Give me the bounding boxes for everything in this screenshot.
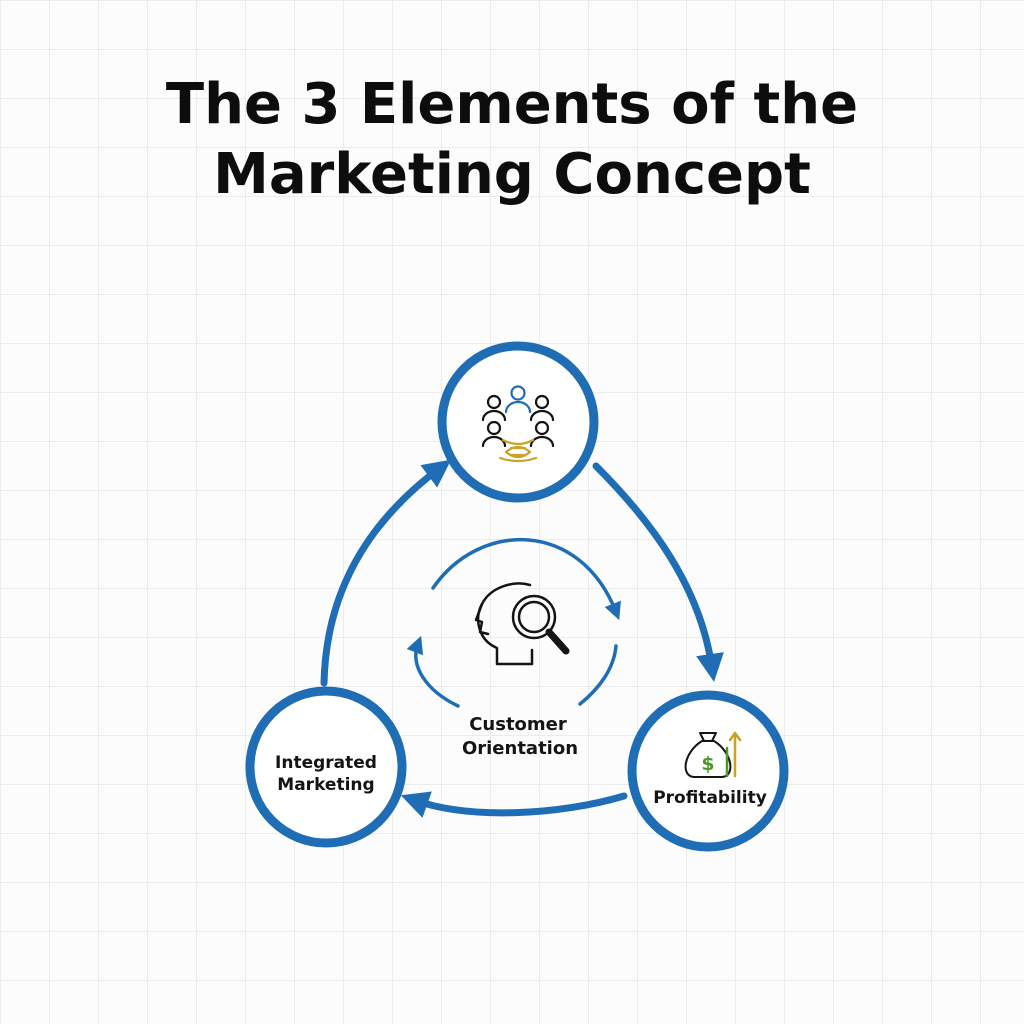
integrated-marketing-label-line-1: Integrated xyxy=(275,753,377,773)
arrow-top-to-profitability xyxy=(592,462,724,682)
node-top xyxy=(437,341,599,503)
arrow-profitability-to-integrated xyxy=(400,791,628,818)
inner-cycle-arc-left xyxy=(406,635,460,708)
svg-text:$: $ xyxy=(701,753,714,775)
group-of-people-icon xyxy=(481,385,555,463)
customer-orientation-label-line-1: Customer xyxy=(469,714,567,735)
customer-orientation-label-line-2: Orientation xyxy=(462,738,578,759)
page-title: The 3 Elements of the Marketing Concept xyxy=(0,70,1024,210)
profitability-label: Profitability xyxy=(653,788,767,808)
node-integrated-marketing: Integrated Marketing xyxy=(245,686,407,848)
money-bag-growth-icon: $ xyxy=(684,731,742,778)
inner-cycle-arc-right xyxy=(578,644,618,706)
arrow-integrated-to-top xyxy=(320,459,452,687)
center-customer-orientation: Customer Orientation xyxy=(462,582,578,759)
title-line-2: Marketing Concept xyxy=(213,142,811,207)
node-profitability: $ Profitability xyxy=(627,690,789,852)
inner-cycle-arc-top xyxy=(431,537,621,621)
integrated-marketing-label-line-2: Marketing xyxy=(277,775,374,795)
head-magnifier-icon xyxy=(474,582,570,666)
title-line-1: The 3 Elements of the xyxy=(165,72,859,137)
